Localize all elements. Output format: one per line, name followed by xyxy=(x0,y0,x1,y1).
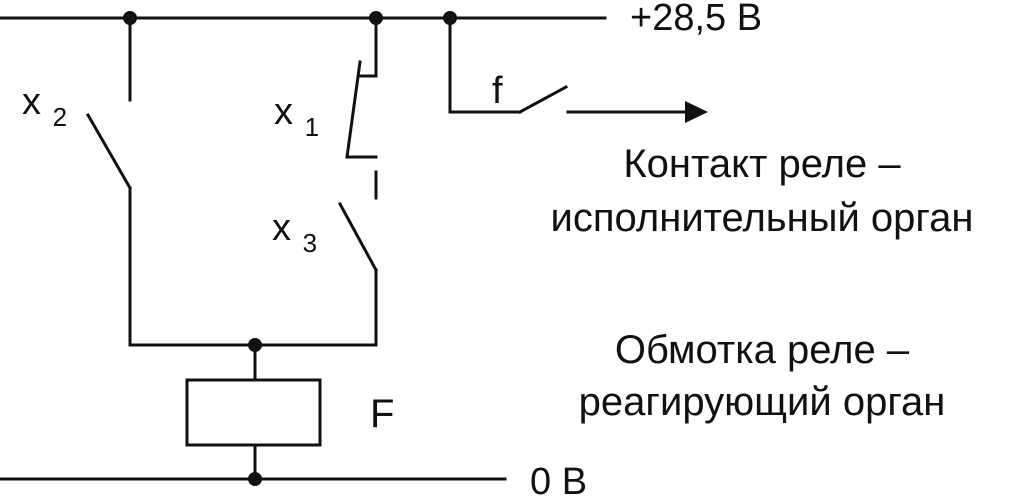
contact-x1 xyxy=(345,16,378,200)
junction-node xyxy=(369,11,383,25)
junction-node xyxy=(248,338,262,352)
contact-x1-label-base: x xyxy=(274,91,293,133)
contact-x2-label-sub: 2 xyxy=(53,102,67,132)
contact-x3-label: x 3 xyxy=(272,207,317,258)
contact-x1-label-sub: 1 xyxy=(305,112,319,142)
output-arrow-icon xyxy=(685,101,708,123)
contact-x2 xyxy=(85,16,133,347)
junction-node xyxy=(123,11,137,25)
contact-x3-label-sub: 3 xyxy=(303,228,317,258)
contact-x1-label: x 1 xyxy=(274,91,319,142)
contact-f xyxy=(448,16,708,123)
junction-node xyxy=(443,11,457,25)
contact-x3 xyxy=(337,201,379,347)
contact-x2-label: x 2 xyxy=(22,81,67,132)
relay-coil-box xyxy=(185,378,322,447)
coil-description-line2: реагирующий орган xyxy=(579,380,946,424)
coil-label: F xyxy=(370,392,394,436)
contact-x3-label-base: x xyxy=(272,207,291,249)
coil-description-line1: Обмотка реле – xyxy=(615,328,910,372)
contact-x2-label-base: x xyxy=(22,81,41,123)
contact-description-line1: Контакт реле – xyxy=(623,142,901,186)
contact-f-label: f xyxy=(492,70,503,112)
positive-rail-label: +28,5 В xyxy=(630,0,762,39)
zero-rail-label: 0 В xyxy=(530,461,587,496)
junction-node xyxy=(248,472,262,486)
contact-description-line2: исполнительный орган xyxy=(551,196,974,240)
